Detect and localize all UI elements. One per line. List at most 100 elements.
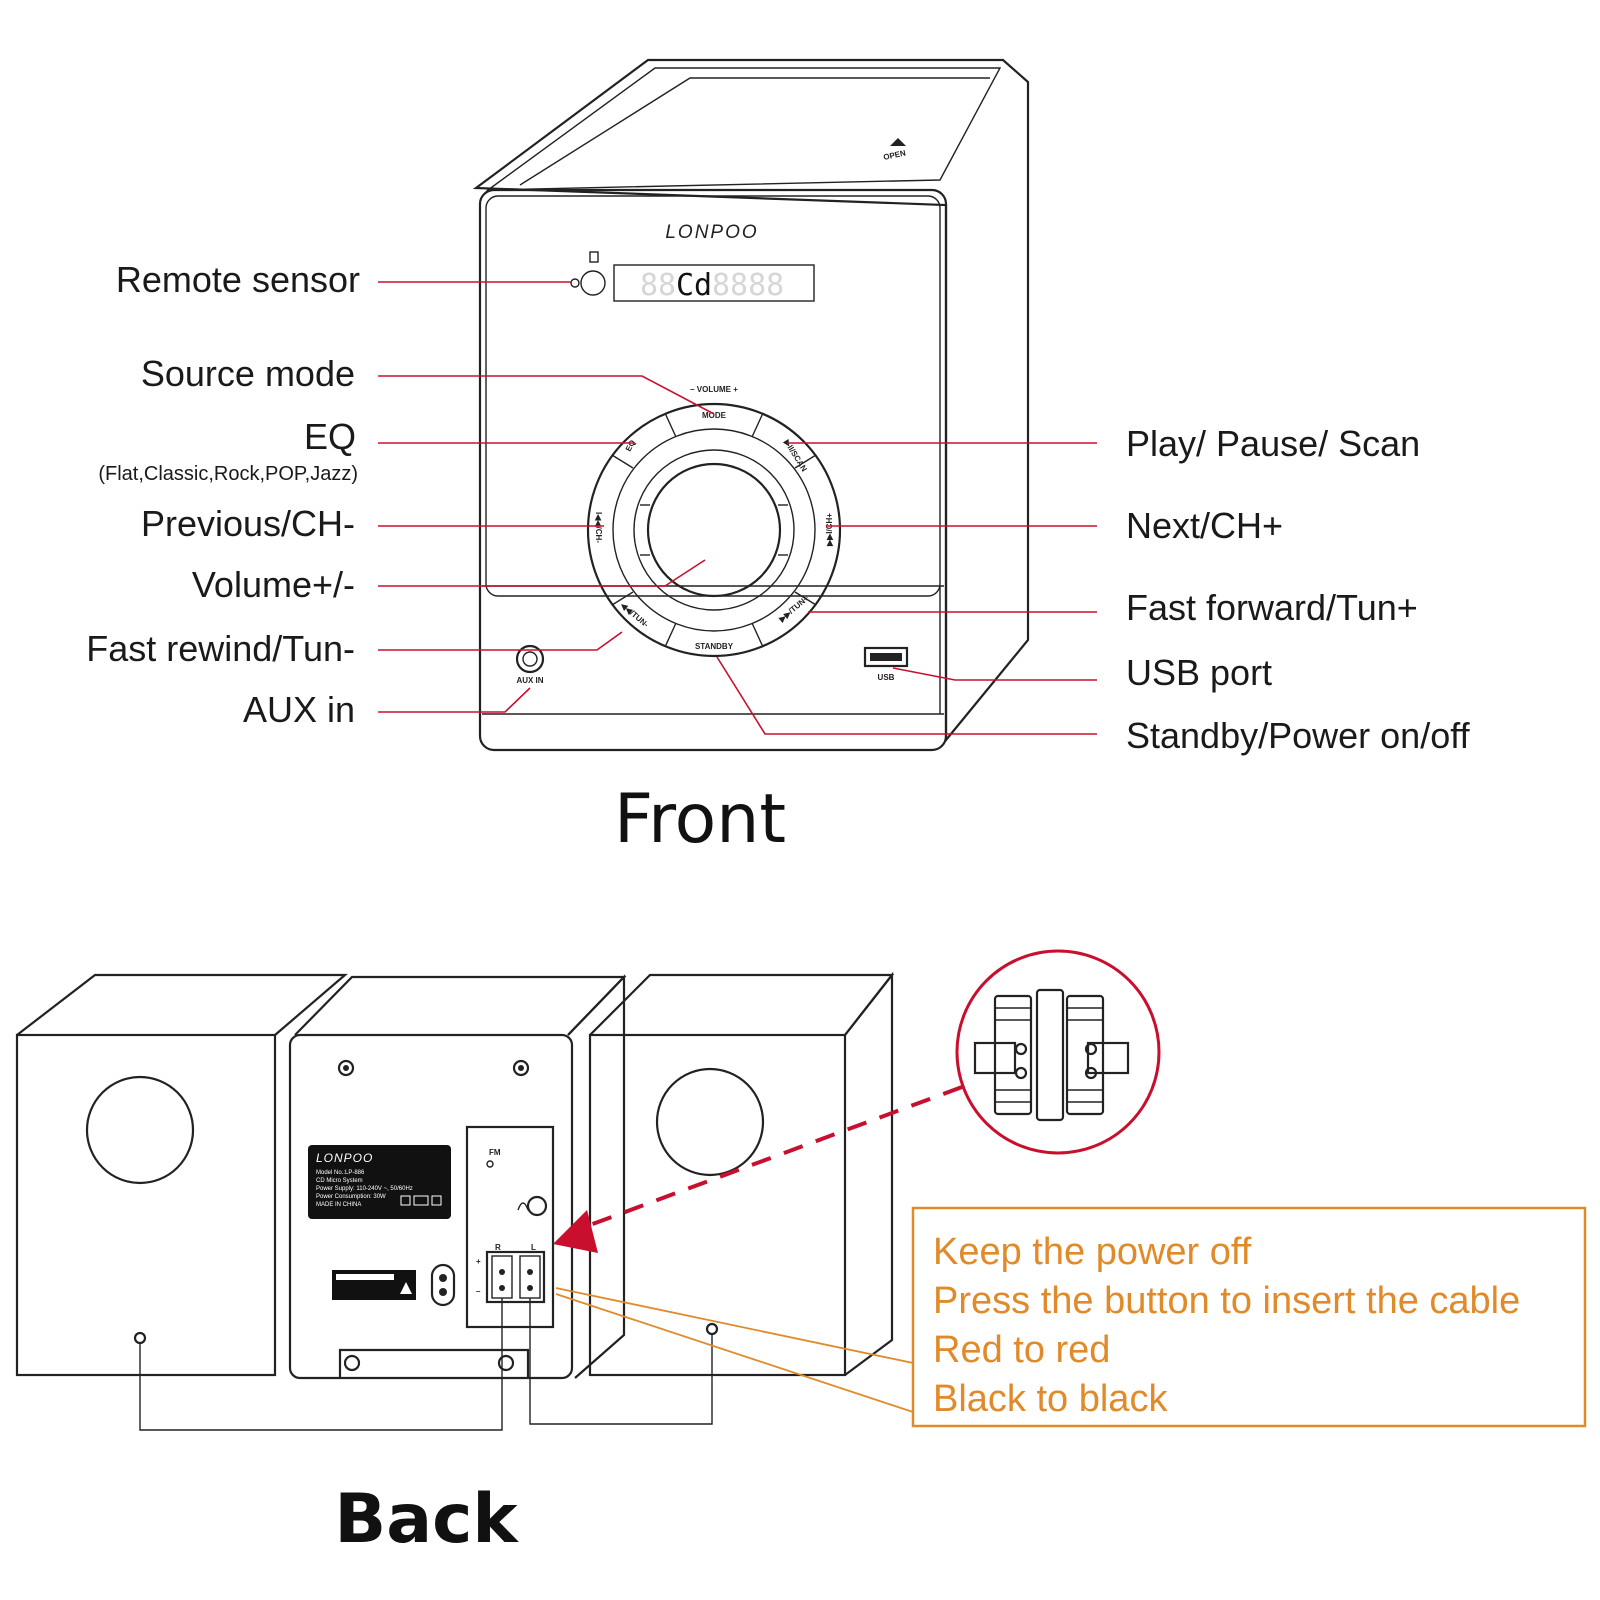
right-speaker-top [589, 973, 895, 1036]
speaker-terminal-block [485, 1250, 546, 1304]
instructions-box [911, 1206, 1587, 1428]
power-pin-bottom [439, 1288, 447, 1296]
plus-label: + [476, 1257, 481, 1266]
next-button-label[interactable]: ▶▶I/CH+ [825, 513, 834, 547]
minus-label: – [476, 1287, 481, 1296]
terminal-l-minus [527, 1285, 533, 1291]
front-labels: Remote sensor Source mode EQ (Flat,Class… [86, 259, 1470, 756]
back-title: Back [334, 1480, 519, 1559]
aux-label: AUX IN [516, 676, 543, 685]
note-power-off: Keep the power off [933, 1231, 1252, 1273]
right-speaker-port [655, 1067, 765, 1177]
usb-port[interactable] [863, 646, 909, 668]
lid-top [485, 67, 1002, 191]
fm-antenna-socket [486, 1160, 494, 1168]
remote-sensor-dot [570, 278, 580, 288]
volume-text: – VOLUME + [690, 385, 738, 394]
aux-line [378, 687, 531, 713]
aux-jack-hole [522, 651, 538, 667]
headphone-icon [517, 1202, 529, 1211]
double-insulation-icon [400, 1195, 411, 1206]
front-unit: OPEN LONPOO 88 Cd 8888 – VOLUME + [472, 58, 1030, 752]
label-remote-sensor: Remote sensor [116, 259, 360, 300]
plate-line-2: CD Micro System [316, 1178, 363, 1184]
label-standby: Standby/Power on/off [1126, 715, 1471, 756]
left-speaker-top [16, 973, 348, 1036]
terminal-r-label: R [495, 1243, 501, 1252]
terminal-r-plus [499, 1269, 505, 1275]
label-previous: Previous/CH- [141, 503, 355, 544]
control-ring-outer[interactable] [586, 402, 842, 658]
lid-line [519, 77, 990, 186]
main-side [567, 974, 626, 1379]
main-back-panel [288, 1033, 574, 1380]
mode-button-label[interactable]: MODE [702, 411, 727, 420]
right-speaker [588, 971, 895, 1377]
label-eq: EQ [304, 416, 356, 457]
label-eq-modes: (Flat,Classic,Rock,POP,Jazz) [98, 463, 358, 485]
power-socket [430, 1263, 456, 1307]
plate-line-1: Model No.:LP-886 [316, 1170, 365, 1176]
screw-left-center [343, 1065, 349, 1071]
eject-icon [890, 138, 906, 146]
sensor-icon [589, 251, 599, 263]
open-label: OPEN [883, 148, 907, 162]
plate-line-4: Power Consumption: 30W [316, 1194, 386, 1200]
aux-jack[interactable] [515, 644, 545, 674]
terminal-l-clip [519, 1255, 541, 1299]
terminal-r-clip [491, 1255, 513, 1299]
power-pin-top [439, 1274, 447, 1282]
zoom-pointer-line [589, 1085, 963, 1227]
volume-knob[interactable] [646, 462, 782, 598]
foot-right [497, 1354, 515, 1372]
foot-left [343, 1354, 361, 1372]
label-volume: Volume+/- [192, 564, 355, 605]
usb-label: USB [878, 673, 895, 682]
laser-warning-icon [400, 1282, 412, 1294]
lcd-display [613, 264, 815, 302]
remote-sensor-window [580, 270, 606, 296]
front-title: Front [614, 780, 786, 859]
plate-brand: LONPOO [316, 1151, 373, 1165]
laser-class-strip [336, 1274, 394, 1280]
ff-button-label[interactable]: ▶▶/TUN+ [777, 594, 811, 625]
standby-button-label[interactable]: STANDBY [695, 642, 734, 651]
left-speaker-back [15, 1033, 277, 1377]
right-speaker-wire [529, 1298, 713, 1425]
plate-line-5: MADE IN CHINA [316, 1202, 361, 1208]
front-face [478, 188, 948, 752]
right-speaker-side [844, 971, 894, 1376]
plate-line-3: Power Supply: 110-240V ~, 50/60Hz [316, 1186, 413, 1192]
volume-knob-outer[interactable] [633, 449, 795, 611]
main-unit-back: LONPOO Model No.:LP-886 CD Micro System … [288, 974, 627, 1380]
main-top [294, 975, 627, 1036]
display-dim-left: 88 [640, 268, 676, 303]
label-source-mode: Source mode [141, 353, 355, 394]
label-play-pause: Play/ Pause/ Scan [1126, 423, 1420, 464]
label-next: Next/CH+ [1126, 505, 1283, 546]
terminal-l-plus [527, 1269, 533, 1275]
screw-right-center [518, 1065, 524, 1071]
control-ring-inner [612, 428, 816, 632]
prev-button-label[interactable]: I◀◀/CH- [594, 512, 603, 543]
terminal-r-minus [499, 1285, 505, 1291]
left-speaker-wire [139, 1298, 503, 1431]
source-mode-line [378, 375, 715, 415]
zoom-pointer-arrow [553, 1210, 598, 1253]
fm-label: FM [489, 1148, 501, 1157]
volume-line [378, 559, 706, 587]
terminal-zoom-detail [955, 949, 1161, 1155]
zoom-circle [955, 949, 1161, 1155]
terminal-l-label: L [531, 1243, 536, 1252]
screw-left [337, 1059, 355, 1077]
label-fast-forward: Fast forward/Tun+ [1126, 587, 1418, 628]
usb-line [892, 667, 1097, 681]
weee-icon [431, 1195, 442, 1206]
rating-plate [308, 1145, 451, 1219]
usb-port-slot [870, 653, 902, 661]
label-usb-port: USB port [1126, 652, 1272, 693]
instructions-leader-1 [555, 1287, 914, 1364]
ce-mark-icon [413, 1195, 429, 1206]
display-dim-right: 8888 [712, 268, 784, 303]
